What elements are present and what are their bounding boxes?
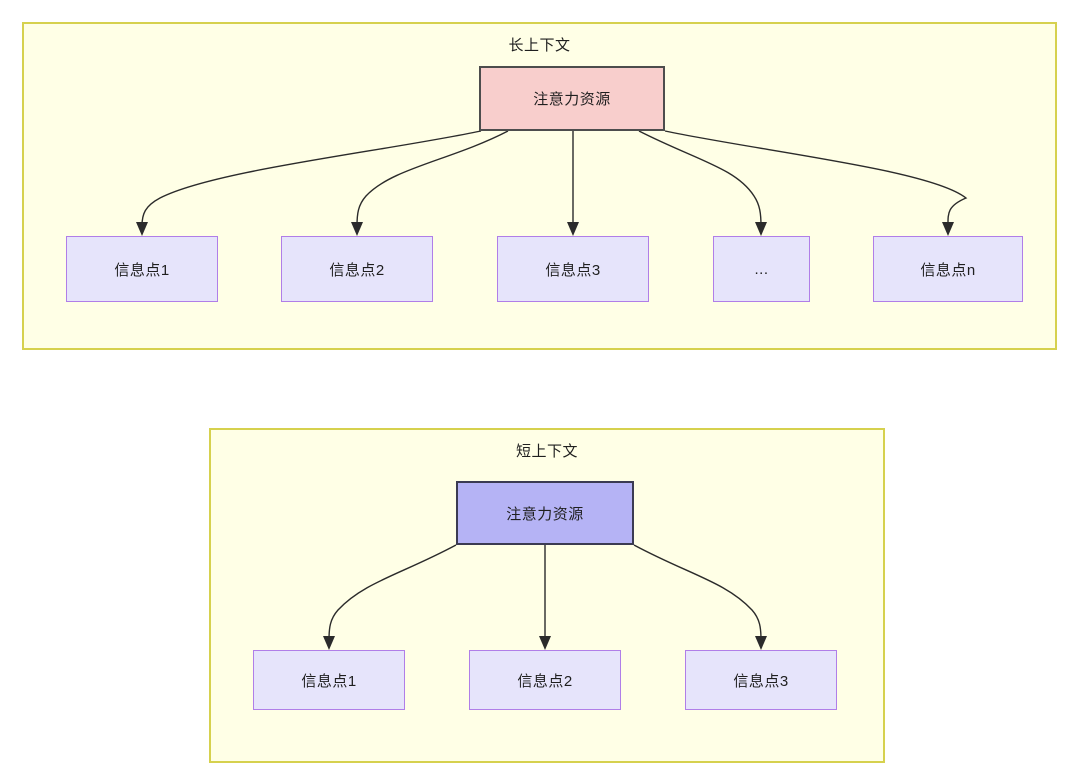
short-context-attention-resource-label: 注意力资源: [506, 505, 584, 523]
long-context-info-label-ellipsis: ...: [754, 260, 769, 278]
long-context-title: 长上下文: [508, 37, 571, 54]
long-context-info-label-3: 信息点3: [545, 261, 601, 279]
long-context-info-node-n[interactable]: 信息点n: [873, 236, 1023, 302]
short-context-title: 短上下文: [515, 443, 578, 460]
short-context-info-node-2[interactable]: 信息点2: [469, 650, 621, 710]
long-context-info-node-2[interactable]: 信息点2: [281, 236, 433, 302]
long-context-info-node-ellipsis[interactable]: ...: [713, 236, 810, 302]
long-context-attention-resource-label: 注意力资源: [533, 91, 611, 108]
long-context-info-label-2: 信息点2: [329, 261, 385, 279]
short-context-info-label-3: 信息点3: [733, 672, 789, 690]
long-context-info-node-1[interactable]: 信息点1: [66, 236, 218, 302]
short-context-info-label-1: 信息点1: [301, 672, 357, 690]
long-context-attention-resource-node[interactable]: 注意力资源: [479, 66, 665, 131]
long-context-info-label-1: 信息点1: [114, 261, 170, 279]
long-context-info-node-3[interactable]: 信息点3: [497, 236, 649, 302]
short-context-info-node-1[interactable]: 信息点1: [253, 650, 405, 710]
long-context-info-label-n: 信息点n: [920, 261, 976, 279]
short-context-panel: 短上下文: [209, 428, 885, 763]
short-context-attention-resource-node[interactable]: 注意力资源: [456, 481, 634, 545]
short-context-info-node-3[interactable]: 信息点3: [685, 650, 837, 710]
short-context-info-label-2: 信息点2: [517, 672, 573, 690]
